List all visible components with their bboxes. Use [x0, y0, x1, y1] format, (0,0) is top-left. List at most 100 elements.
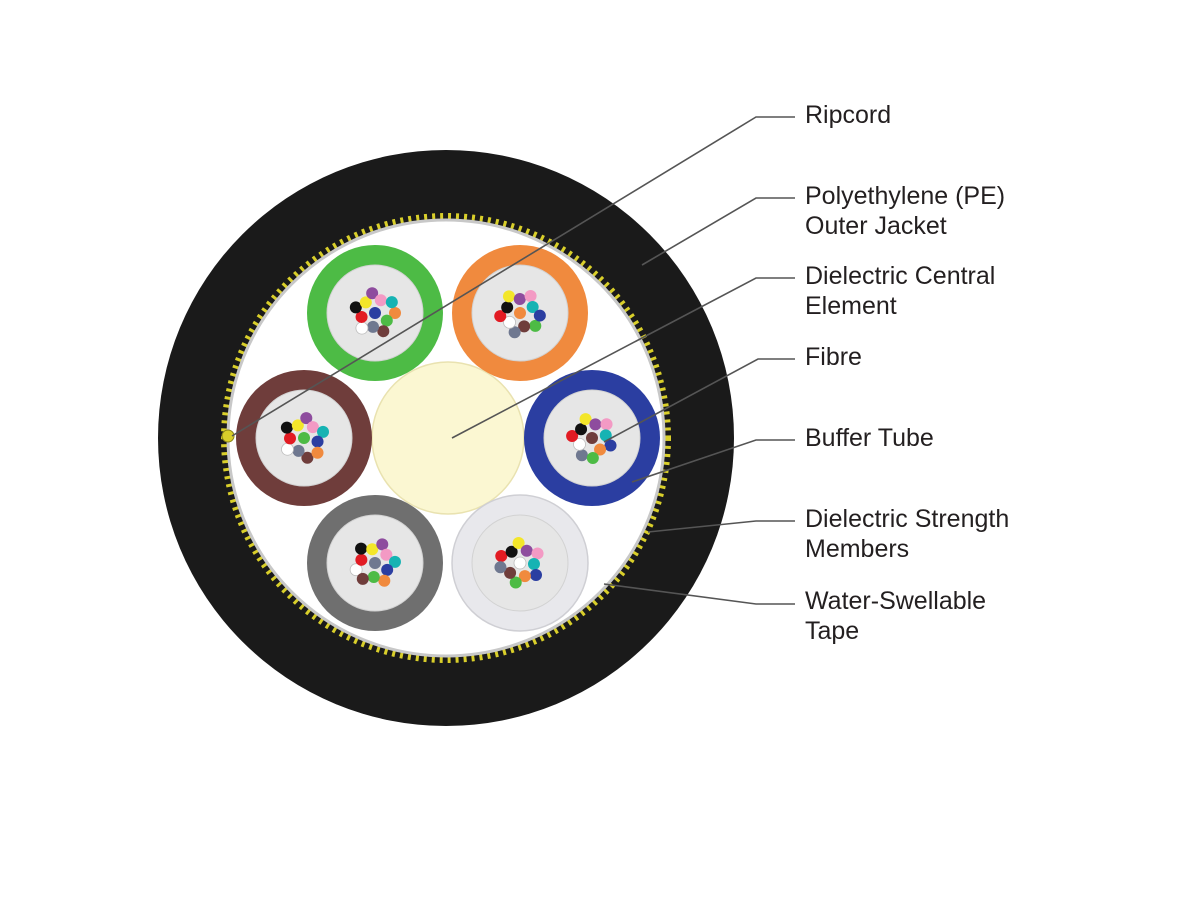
label-buffer-tube-line1: Buffer Tube — [805, 424, 934, 452]
label-strength-members-line2: Members — [805, 535, 910, 563]
label-strength-members: Dielectric Strength Members — [805, 504, 1009, 564]
leader-central-element — [451, 277, 795, 439]
fibre — [355, 321, 369, 335]
fibre — [594, 443, 607, 456]
label-central-element: Dielectric Central Element — [805, 261, 995, 321]
label-ripcord: Ripcord — [805, 100, 891, 130]
fibre — [604, 439, 617, 452]
fibre — [504, 566, 517, 579]
fibre — [388, 555, 401, 568]
fibre — [377, 325, 390, 338]
fibre — [575, 423, 588, 436]
label-water-tape: Water-Swellable Tape — [805, 586, 986, 646]
fibre — [369, 307, 381, 319]
fibre — [298, 432, 310, 444]
label-central-element-line2: Element — [805, 292, 897, 320]
fibre — [311, 435, 324, 448]
leader-fibre — [603, 358, 795, 443]
fibre — [292, 444, 305, 457]
label-fibre-line1: Fibre — [805, 343, 862, 371]
fibre — [369, 557, 381, 569]
label-fibre: Fibre — [805, 342, 862, 372]
fibre — [586, 451, 599, 464]
label-water-tape-line2: Tape — [805, 617, 860, 645]
buffer-tubes — [236, 245, 660, 632]
leader-lines — [231, 116, 795, 605]
fibre — [355, 542, 368, 555]
label-buffer-tube: Buffer Tube — [805, 423, 934, 453]
fibre — [280, 421, 293, 434]
fibre — [501, 301, 514, 314]
fibre — [531, 547, 544, 560]
fibre — [355, 553, 368, 566]
fibre — [317, 425, 330, 438]
fibre — [509, 576, 522, 589]
fibre — [311, 446, 324, 459]
buffer-tube-orange — [452, 245, 588, 381]
fibre — [529, 569, 542, 582]
fibre — [367, 570, 380, 583]
fibre — [366, 287, 379, 300]
fibre — [527, 558, 540, 571]
fibre — [495, 549, 508, 562]
fibre — [579, 413, 592, 426]
fibre — [512, 537, 525, 550]
fibre — [300, 412, 313, 425]
fibre — [367, 320, 380, 333]
label-central-element-line1: Dielectric Central — [805, 262, 996, 290]
fibre — [376, 538, 389, 551]
fibre — [356, 572, 369, 585]
fibre — [599, 429, 612, 442]
label-outer-jacket-line2: Outer Jacket — [805, 212, 947, 240]
fibre — [600, 418, 613, 431]
fibre — [508, 326, 521, 339]
fibre — [380, 314, 393, 327]
fibre — [505, 545, 518, 558]
label-outer-jacket-line1: Polyethylene (PE) — [805, 182, 1006, 210]
fibre — [513, 556, 527, 570]
buffer-tube-brown — [236, 370, 372, 506]
fibre — [518, 570, 531, 583]
fibre — [502, 290, 515, 303]
fibre — [529, 319, 542, 332]
label-ripcord-line1: Ripcord — [805, 101, 892, 129]
fibre — [284, 432, 297, 445]
fibre — [573, 437, 586, 451]
fibre — [374, 294, 387, 307]
fibre — [378, 574, 391, 587]
leader-buffer-tube — [631, 439, 795, 483]
leader-strength-members — [647, 520, 795, 533]
buffer-tube-blue — [524, 370, 660, 506]
fibre — [503, 315, 516, 329]
fibre — [575, 449, 588, 462]
fibre — [385, 296, 398, 309]
fibre — [494, 310, 507, 323]
ripcord — [221, 429, 235, 443]
buffer-tube-green — [307, 245, 443, 381]
fibre — [359, 296, 372, 309]
label-strength-members-line1: Dielectric Strength — [805, 505, 1010, 533]
leader-water-tape — [603, 583, 795, 605]
fibre — [586, 432, 598, 444]
buffer-tube-grey — [307, 495, 443, 631]
fibre — [366, 543, 379, 556]
fibre — [349, 301, 362, 314]
fibre — [306, 421, 319, 434]
buffer-tube-white — [451, 494, 589, 632]
fibre — [589, 418, 602, 431]
leader-outer-jacket — [641, 197, 795, 266]
fibre — [518, 320, 531, 333]
fibre — [526, 301, 539, 314]
fibre — [513, 293, 526, 306]
fibre — [281, 442, 294, 456]
fibre — [524, 290, 537, 303]
label-water-tape-line1: Water-Swellable — [805, 587, 987, 615]
fibre — [514, 307, 526, 319]
fibre — [291, 419, 304, 432]
fibre — [494, 561, 507, 574]
label-outer-jacket: Polyethylene (PE) Outer Jacket — [805, 181, 1005, 241]
fibre — [533, 309, 546, 322]
fibre — [301, 451, 314, 464]
